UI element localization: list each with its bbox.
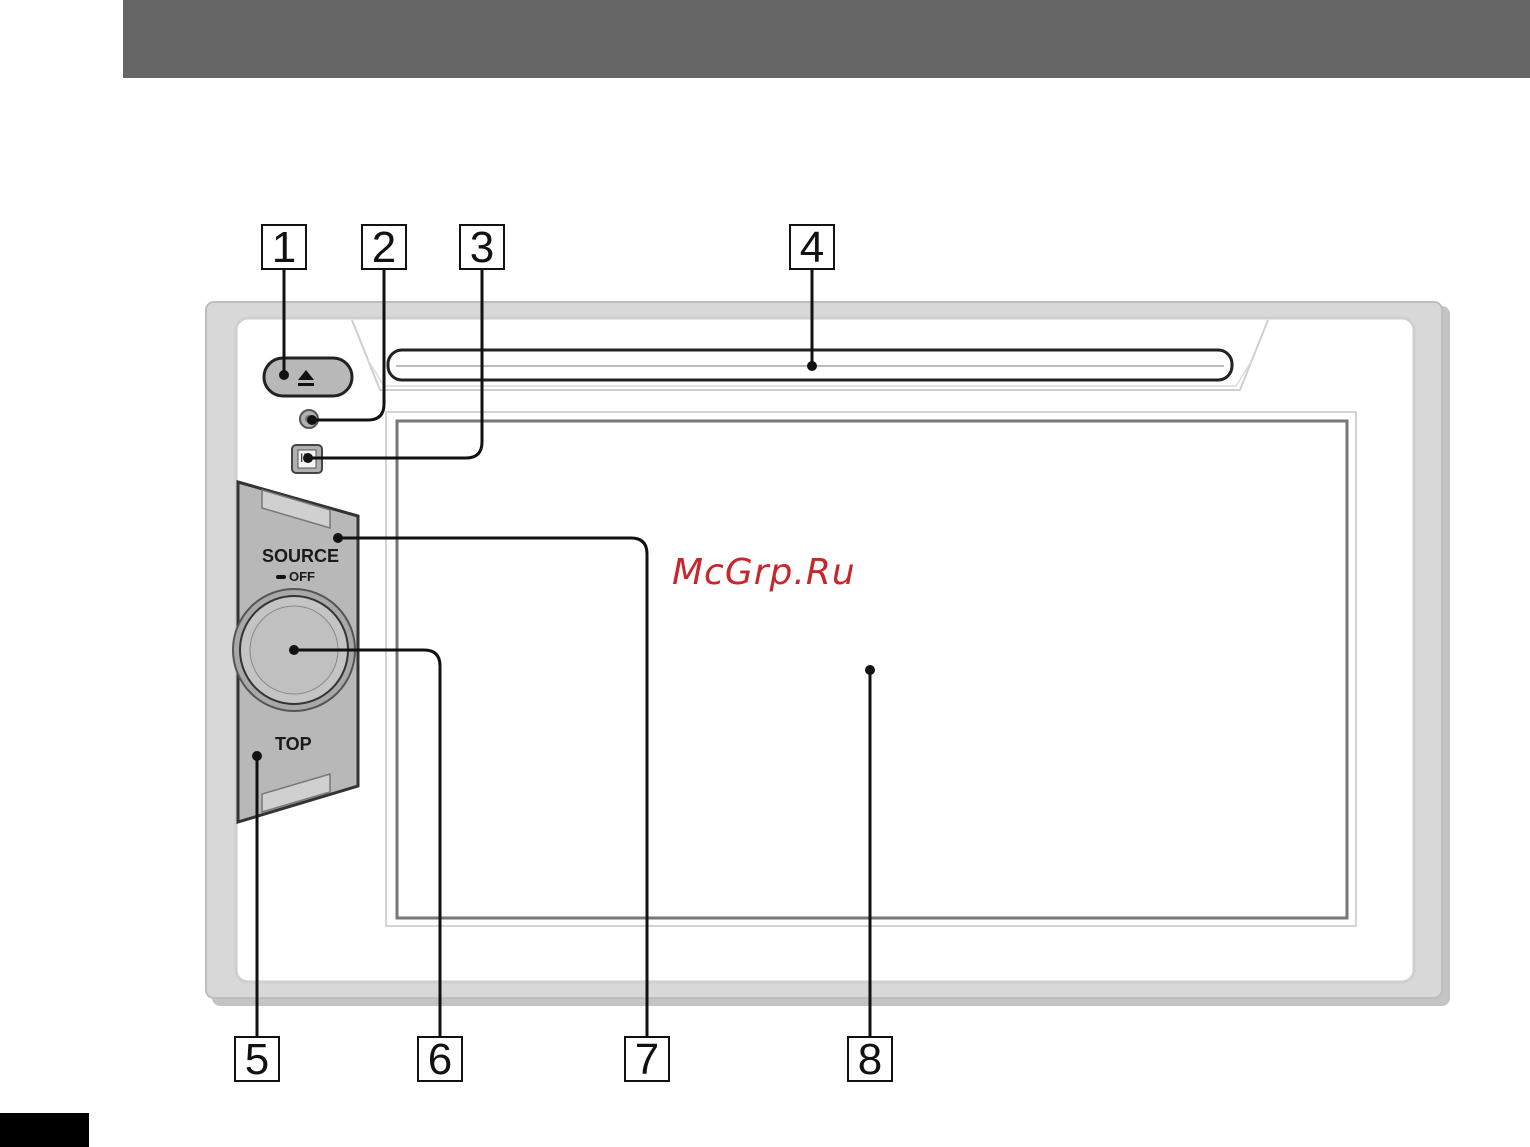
page-tab (0, 1113, 89, 1147)
callout-1: 1 (261, 224, 307, 270)
ir-label: IR (300, 451, 312, 465)
callout-3: 3 (459, 224, 505, 270)
callout-2: 2 (361, 224, 407, 270)
callout-7: 7 (624, 1036, 670, 1082)
callout-4: 4 (789, 224, 835, 270)
callout-5: 5 (234, 1036, 280, 1082)
watermark: McGrp.Ru (672, 552, 856, 593)
callout-6: 6 (417, 1036, 463, 1082)
source-label: SOURCE (262, 546, 339, 567)
callout-8: 8 (847, 1036, 893, 1082)
off-label: OFF (289, 569, 315, 584)
top-label: TOP (275, 734, 312, 755)
